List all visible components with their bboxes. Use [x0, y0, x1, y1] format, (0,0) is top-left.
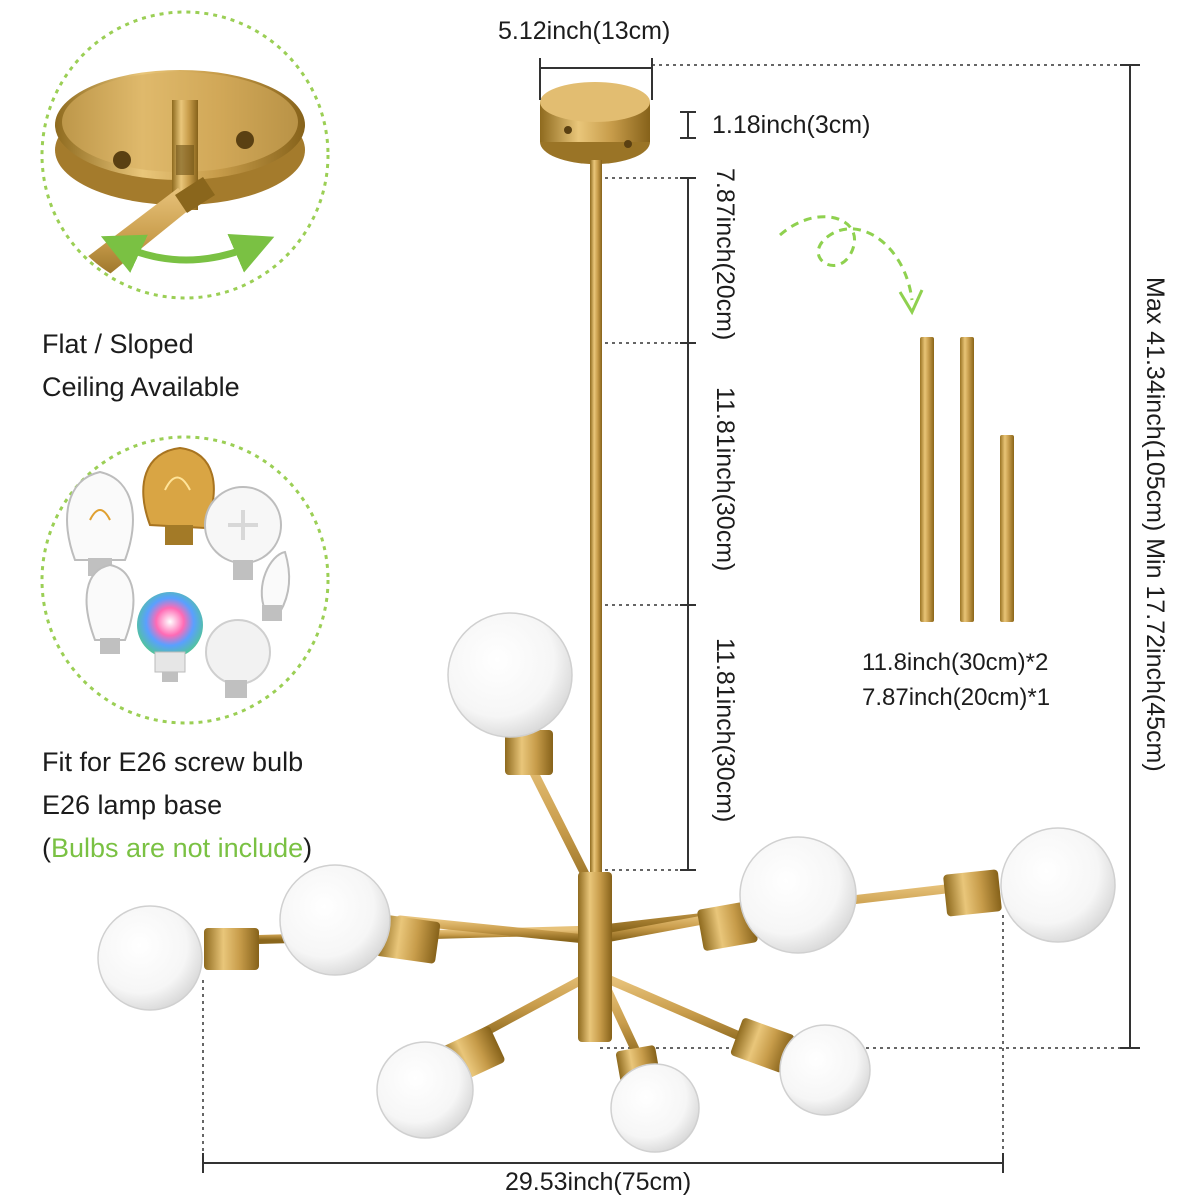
- bulb-note-close-paren: ): [303, 833, 313, 863]
- bulb-icon: [66, 470, 134, 576]
- rods-count-line-2: 7.87inch(20cm)*1: [862, 684, 1051, 711]
- rotate-arrow-icon: [100, 233, 275, 273]
- bulb-icon: [205, 619, 271, 698]
- curly-arrow-icon: [779, 215, 914, 301]
- spare-rod-long: [920, 337, 934, 622]
- canopy-height-label: 1.18inch(3cm): [712, 111, 871, 139]
- total-height-label: Max 41.34inch(105cm) Min 17.72inch(45cm): [1141, 277, 1169, 772]
- down-rod: [590, 160, 602, 880]
- globe-bulb-icon: [779, 1024, 871, 1116]
- rgb-bulb-icon: [137, 592, 203, 682]
- globe-bulb-icon: [610, 1063, 700, 1153]
- rods-count-line-1: 11.8inch(30cm)*2: [862, 649, 1049, 676]
- globe-bulb-icon: [739, 836, 857, 954]
- bulb-note-text: Bulbs are not include: [51, 833, 304, 863]
- globe-bulb-icon: [376, 1041, 474, 1139]
- globe-bulb-icon: [1000, 827, 1116, 943]
- bulb-icon: [85, 563, 135, 654]
- total-width-label: 29.53inch(75cm): [505, 1168, 692, 1196]
- ceiling-feature-line-1: Flat / Sloped: [42, 329, 194, 359]
- bulb-note: (Bulbs are not include): [42, 827, 312, 870]
- bulb-icon: [260, 550, 291, 621]
- bulb-feature-line-1: Fit for E26 screw bulb: [42, 747, 304, 777]
- globe-bulb-icon: [97, 905, 203, 1011]
- bulb-note-open-paren: (: [42, 833, 51, 863]
- spare-rod-long: [960, 337, 974, 622]
- canopy-width-label: 5.12inch(13cm): [498, 17, 671, 45]
- rod-segment-3-label: 11.81inch(30cm): [711, 638, 739, 823]
- globe-bulb-icon: [279, 864, 391, 976]
- canopy-detail-inset: [40, 10, 330, 300]
- bulb-icon: [142, 446, 215, 545]
- ceiling-feature-line-2: Ceiling Available: [42, 372, 240, 402]
- bulb-feature-line-2: E26 lamp base: [42, 790, 223, 820]
- rod-segment-2-label: 11.81inch(30cm): [711, 387, 739, 572]
- chandelier-canopy: [540, 82, 650, 164]
- curly-arrow-head-icon: [898, 289, 924, 316]
- bulb-icon: [204, 486, 282, 580]
- rod-segment-1-label: 7.87inch(20cm): [711, 168, 739, 341]
- bulb-types-inset: [40, 435, 330, 725]
- chandelier-hub: [578, 872, 612, 1042]
- globe-bulbs: [97, 612, 1116, 1153]
- spare-rod-short: [1000, 435, 1014, 622]
- globe-bulb-icon: [447, 612, 573, 738]
